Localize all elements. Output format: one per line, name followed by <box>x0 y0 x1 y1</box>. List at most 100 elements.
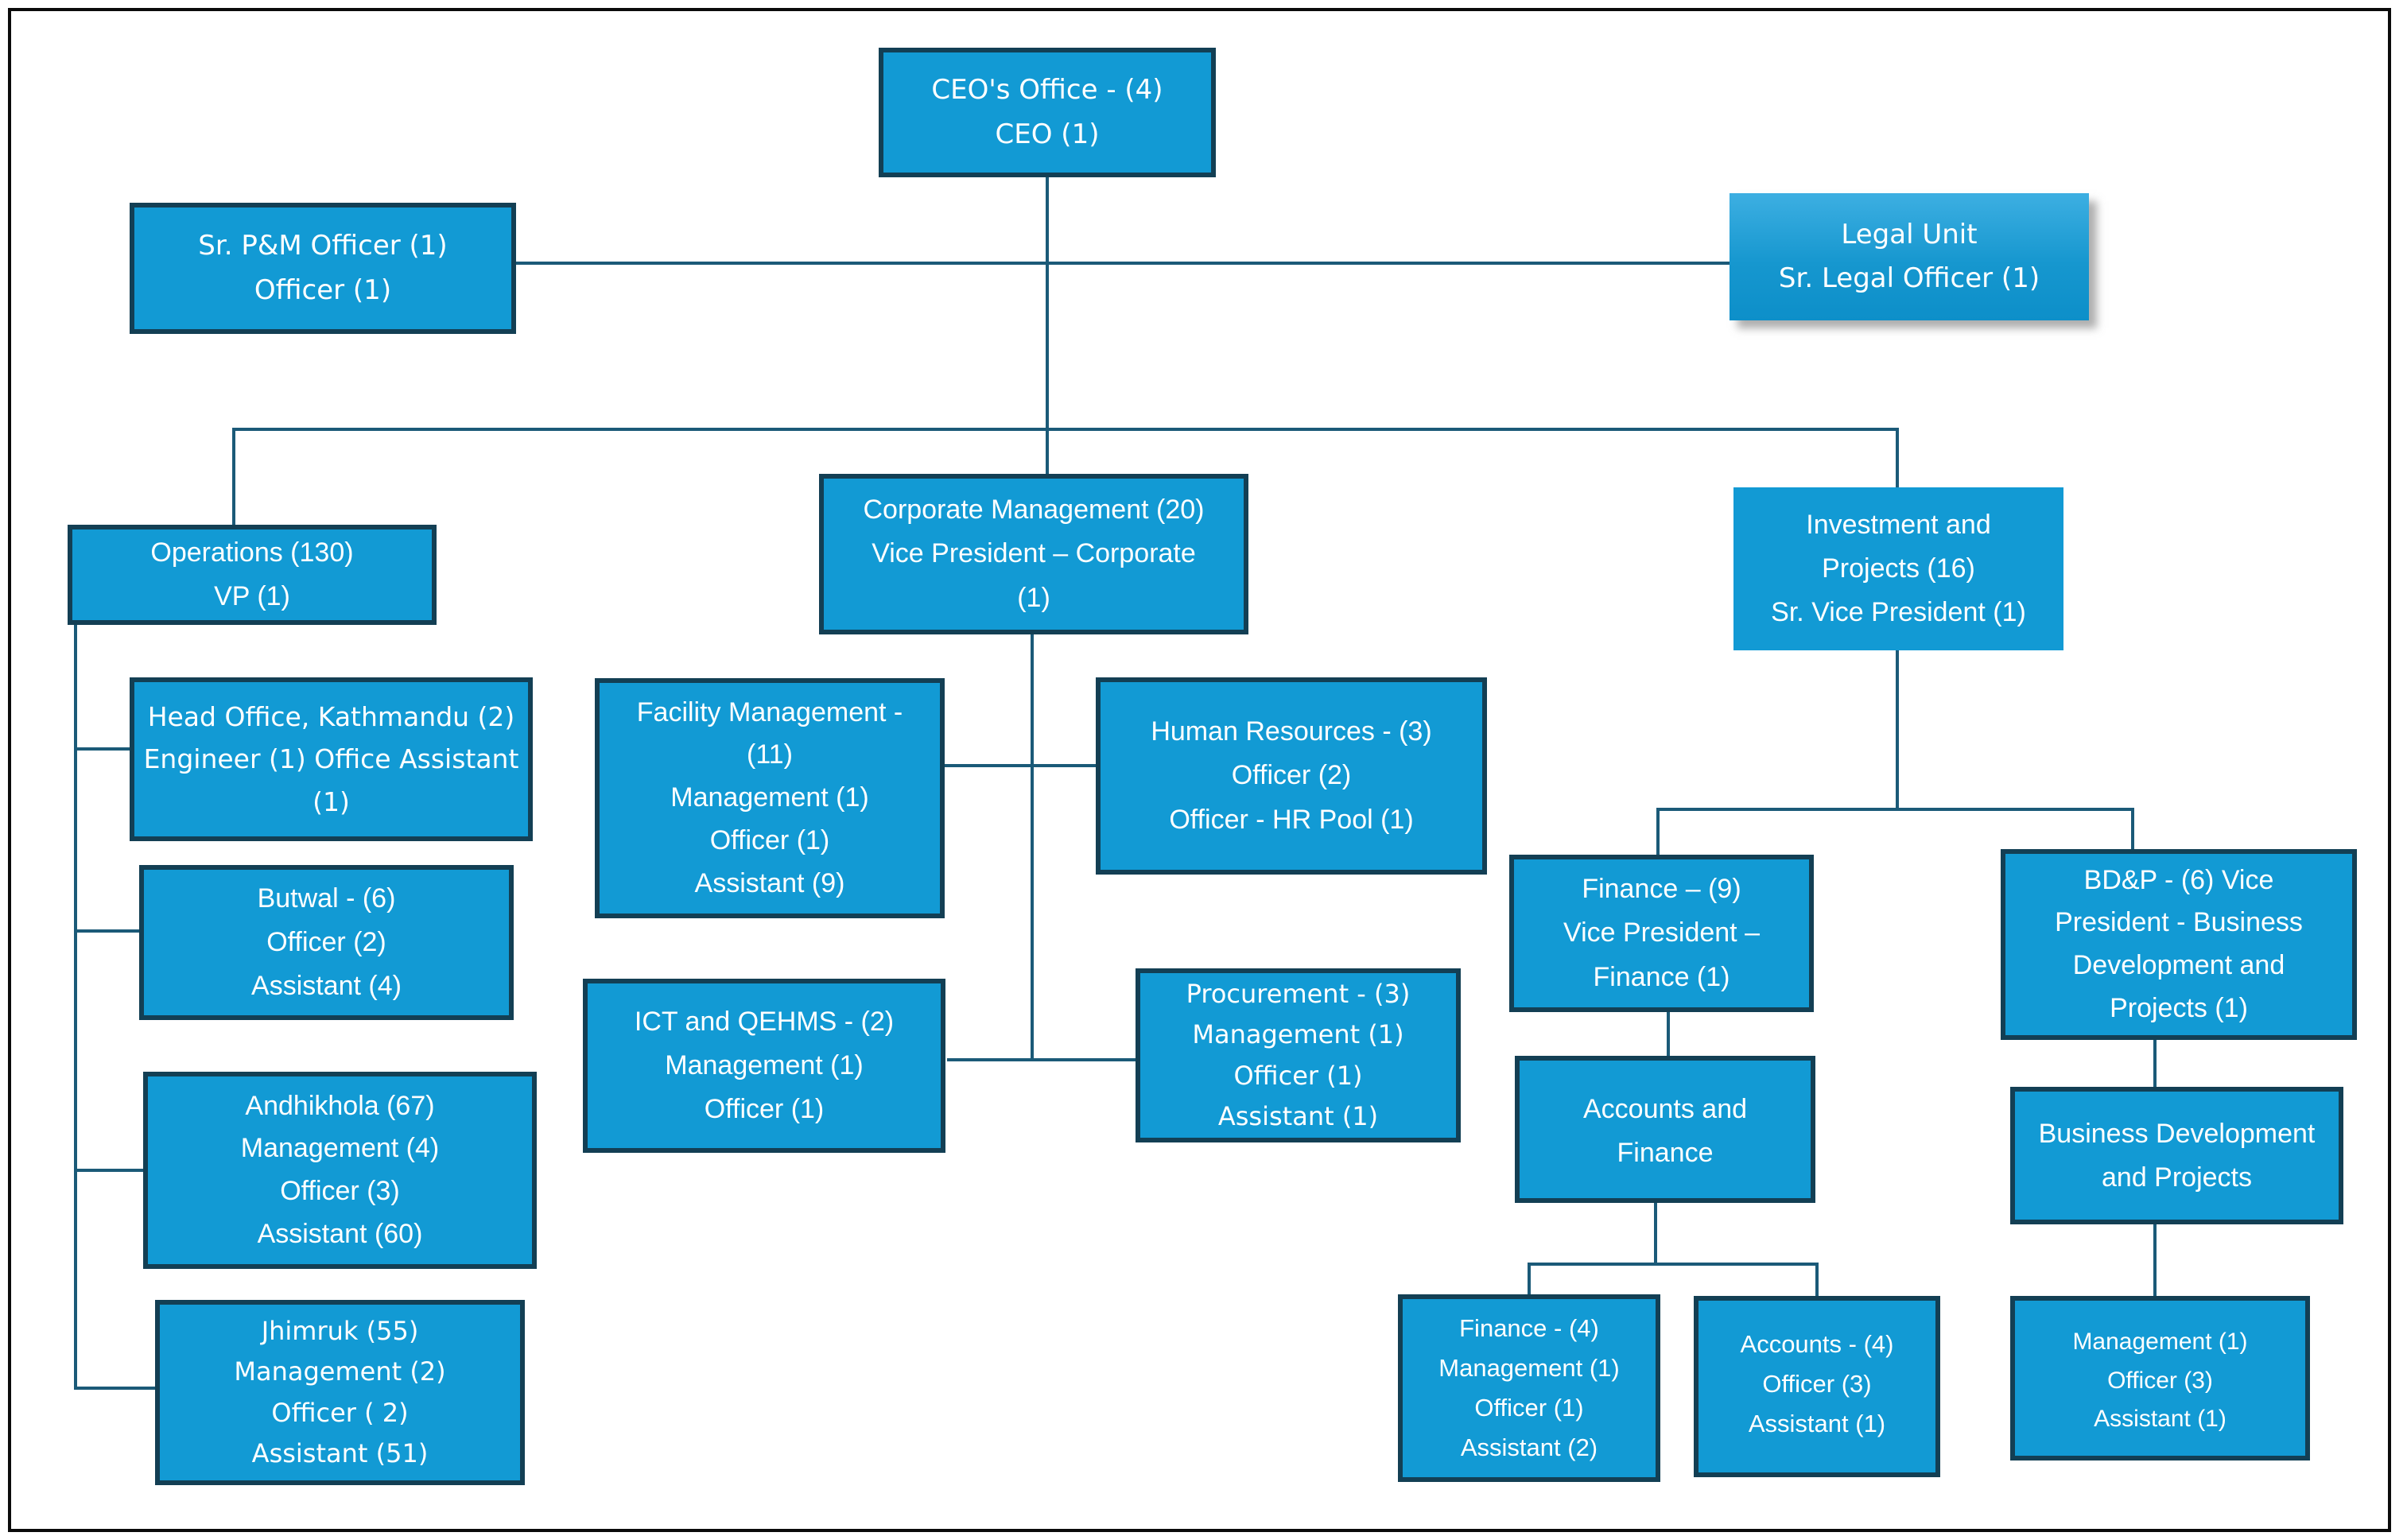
connector-line <box>945 764 1096 767</box>
org-box-line: Projects (1) <box>2110 992 2248 1023</box>
connector-line <box>74 1387 157 1390</box>
connector-line <box>1656 808 2134 811</box>
org-box-line: Vice President – <box>1563 917 1760 948</box>
org-box-line: Sr. Legal Officer (1) <box>1778 262 2040 294</box>
org-box-line: VP (1) <box>214 581 290 611</box>
org-box-line: Management (1) <box>670 782 869 813</box>
connector-line <box>1031 634 1034 1061</box>
org-box-line: Human Resources - (3) <box>1151 716 1432 747</box>
org-box-line: CEO (1) <box>995 118 1100 150</box>
org-box-line: Assistant (2) <box>1460 1433 1598 1462</box>
org-box-line: Finance (1) <box>1593 961 1730 992</box>
org-box-line: Management (1) <box>1192 1019 1404 1050</box>
org-box-line: Management (1) <box>2072 1329 2248 1355</box>
org-box-line: Officer (1) <box>709 824 830 855</box>
connector-line <box>232 428 235 526</box>
org-box-legal-unit: Legal Unit Sr. Legal Officer (1) <box>1730 193 2089 320</box>
org-box-line: Officer (3) <box>280 1176 400 1206</box>
org-box-line: BD&P - (6) Vice <box>2083 864 2274 895</box>
connector-line <box>2153 1224 2157 1298</box>
org-box-line: Sr. P&M Officer (1) <box>198 230 448 262</box>
org-box-line: (1) <box>1017 582 1050 613</box>
org-box-line: Butwal - (6) <box>257 882 396 914</box>
org-box-line: Accounts and <box>1582 1094 1748 1124</box>
org-box-line: Engineer (1) Office Assistant <box>143 743 519 775</box>
org-box-line: Vice President – Corporate <box>872 538 1196 569</box>
org-box-line: Officer (1) <box>254 273 392 306</box>
org-box-line: Officer (1) <box>1233 1060 1363 1091</box>
org-box-line: Jhimruk (55) <box>261 1316 419 1347</box>
connector-line <box>232 428 1899 431</box>
connector-line <box>1528 1263 1819 1266</box>
org-box-line: Finance <box>1617 1138 1714 1169</box>
org-box-line: (11) <box>747 739 793 770</box>
org-box-line: Assistant (51) <box>251 1437 429 1468</box>
org-box-line: Business Development <box>2038 1119 2316 1149</box>
connector-line <box>1896 428 1899 489</box>
org-box-line: Assistant (1) <box>1748 1410 1886 1438</box>
connector-line <box>2153 1038 2157 1087</box>
org-box-line: CEO's Office - (4) <box>931 74 1163 107</box>
connector-line <box>1528 1263 1531 1296</box>
org-box-line: (1) <box>313 786 350 817</box>
org-box-line: Andhikhola (67) <box>245 1090 435 1121</box>
org-box-line: Assistant (9) <box>694 867 845 898</box>
org-box-bdp-staff: Management (1) Officer (3) Assistant (1) <box>2010 1296 2310 1460</box>
org-box-procurement: Procurement - (3) Management (1) Officer… <box>1136 968 1461 1142</box>
outer-frame <box>8 8 2391 1532</box>
connector-line <box>1046 177 1049 474</box>
org-box-line: Development and <box>2072 950 2285 980</box>
org-box-facility-management: Facility Management - (11) Management (1… <box>595 678 945 918</box>
org-box-line: President - Business <box>2055 907 2303 938</box>
connector-line <box>1654 1203 1657 1266</box>
org-box-business-development: Business Development and Projects <box>2010 1087 2343 1224</box>
org-box-line: Finance - (4) <box>1459 1313 1599 1342</box>
org-box-line: Legal Unit <box>1841 218 1978 250</box>
org-box-line: Officer (1) <box>704 1094 825 1125</box>
connector-line <box>74 625 77 1390</box>
org-box-line: Officer (3) <box>1762 1370 1872 1398</box>
org-box-line: Officer - HR Pool (1) <box>1169 804 1414 835</box>
org-box-line: Officer ( 2) <box>271 1397 409 1428</box>
connector-line <box>74 929 141 933</box>
org-box-human-resources: Human Resources - (3) Officer (2) Office… <box>1096 677 1487 875</box>
org-box-operations: Operations (130) VP (1) <box>68 525 437 625</box>
org-box-line: Assistant (1) <box>1217 1100 1379 1131</box>
org-box-corporate-management: Corporate Management (20) Vice President… <box>819 474 1248 634</box>
org-box-line: Projects (16) <box>1822 553 1975 584</box>
org-box-line: Finance – (9) <box>1582 874 1741 905</box>
org-box-line: Assistant (1) <box>2094 1406 2226 1433</box>
org-box-line: Officer (3) <box>2107 1367 2213 1394</box>
org-box-line: Assistant (60) <box>257 1218 423 1249</box>
org-box-line: Facility Management - <box>636 696 903 727</box>
org-box-finance-unit: Finance - (4) Management (1) Officer (1)… <box>1398 1294 1660 1482</box>
connector-line <box>2131 808 2134 851</box>
connector-line <box>1667 1012 1670 1056</box>
org-box-ceo-office: CEO's Office - (4) CEO (1) <box>879 48 1216 177</box>
org-box-line: Management (4) <box>240 1133 440 1164</box>
connector-line <box>1656 808 1660 855</box>
connector-line <box>74 747 131 751</box>
org-box-bdp-vp: BD&P - (6) Vice President - Business Dev… <box>2001 849 2357 1040</box>
org-box-andhikhola: Andhikhola (67) Management (4) Officer (… <box>143 1072 537 1269</box>
org-box-head-office-kathmandu: Head Office, Kathmandu (2) Engineer (1) … <box>130 677 533 841</box>
org-box-line: ICT and QEHMS - (2) <box>634 1006 895 1037</box>
org-box-line: Officer (2) <box>266 926 386 957</box>
org-box-line: Management (2) <box>234 1356 446 1387</box>
connector-line <box>947 1058 1136 1061</box>
connector-line <box>74 1169 145 1172</box>
org-box-line: Sr. Vice President (1) <box>1771 597 2026 628</box>
org-box-line: Corporate Management (20) <box>863 495 1205 526</box>
org-box-investment-projects: Investment and Projects (16) Sr. Vice Pr… <box>1733 487 2063 650</box>
org-box-line: Officer (1) <box>1474 1394 1584 1422</box>
org-box-line: Management (1) <box>665 1049 864 1080</box>
org-box-line: Officer (2) <box>1231 760 1352 791</box>
org-box-line: Operations (130) <box>150 537 354 568</box>
connector-line <box>516 262 1730 265</box>
org-box-jhimruk: Jhimruk (55) Management (2) Officer ( 2)… <box>155 1300 525 1485</box>
org-box-line: Head Office, Kathmandu (2) <box>147 700 515 732</box>
org-box-accounts-unit: Accounts - (4) Officer (3) Assistant (1) <box>1694 1296 1940 1477</box>
org-box-finance-vp: Finance – (9) Vice President – Finance (… <box>1509 855 1814 1012</box>
org-box-line: Assistant (4) <box>251 971 402 1002</box>
